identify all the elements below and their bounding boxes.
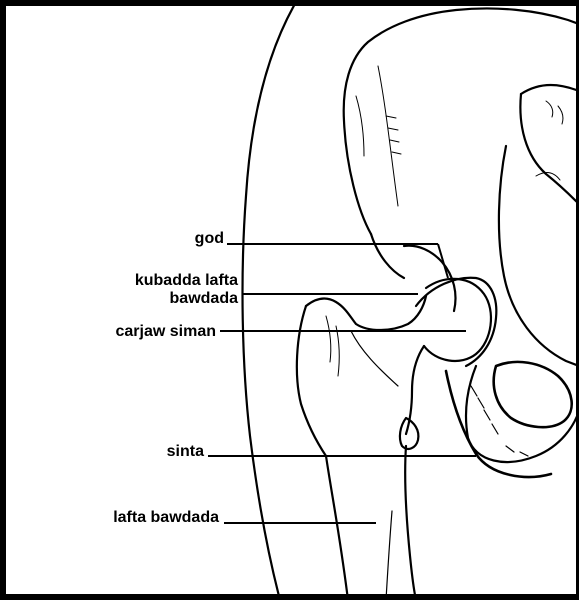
femoral-head bbox=[424, 279, 491, 361]
label-femoral-neck-line2: bawdada bbox=[135, 290, 238, 308]
label-god: god bbox=[195, 230, 224, 248]
label-joint-line: carjaw siman bbox=[116, 323, 217, 341]
obturator-foramen bbox=[494, 362, 572, 427]
label-femur-shaft: lafta bawdada bbox=[113, 509, 219, 527]
leader-god-drop bbox=[438, 244, 448, 278]
label-femoral-neck-line1: kubadda lafta bbox=[135, 272, 238, 290]
femur-shaft-medial bbox=[405, 446, 416, 600]
femur-shaft-lateral bbox=[326, 456, 348, 600]
body-outline bbox=[243, 6, 296, 600]
label-sinta: sinta bbox=[167, 443, 204, 461]
hip-anatomy-illustration bbox=[6, 6, 579, 600]
label-femoral-neck: kubadda lafta bawdada bbox=[135, 272, 238, 308]
iliac-wing bbox=[344, 8, 579, 234]
acetabulum bbox=[416, 278, 496, 366]
sacrum bbox=[521, 85, 579, 94]
greater-trochanter bbox=[306, 296, 426, 330]
